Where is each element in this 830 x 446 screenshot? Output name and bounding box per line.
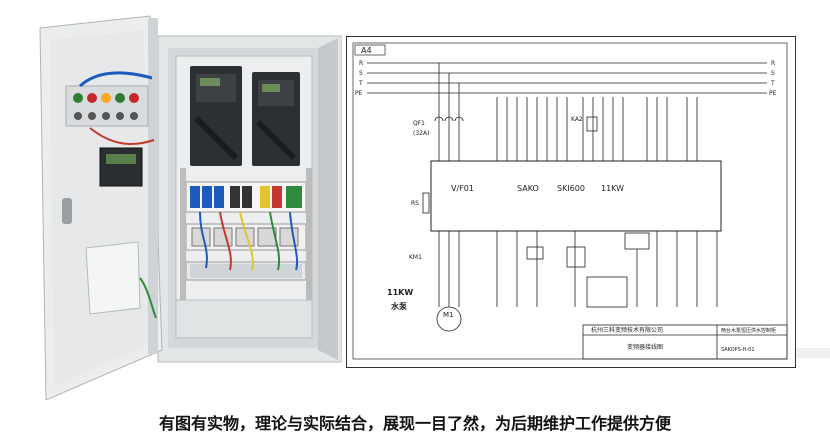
- bus-label-r: R: [359, 60, 363, 67]
- cabinet-side: [318, 38, 338, 360]
- caption-text: 有图有实物，理论与实际结合，展现一目了然，为后期维护工作提供方便: [158, 414, 671, 433]
- door-keypad: [99, 147, 143, 187]
- bus-label-s-right: S: [771, 70, 775, 77]
- bus-label-pe: PE: [355, 90, 363, 97]
- watermark-fragment: [796, 344, 830, 362]
- motor-name-label: 水泵: [390, 301, 407, 311]
- gland-plate: [175, 299, 313, 339]
- bus-label-r-right: R: [771, 60, 775, 67]
- inverter-2: [252, 72, 300, 166]
- potentiometer-rs-label: RS: [411, 200, 419, 207]
- bus-label-s: S: [359, 70, 363, 77]
- drive-brand: SAKO: [517, 184, 539, 193]
- title-block-name: 变频器接线图: [627, 343, 663, 351]
- control-circuits: [496, 231, 718, 308]
- breaker-qf1-rating: (32A): [413, 130, 429, 137]
- company-name: 杭州三科变频技术有限公司: [591, 326, 663, 334]
- wiring-schematic: A4 R S T PE R S T PE QF1 (32A) V/F01 SAK…: [346, 36, 796, 368]
- motor-m1-label: M1: [443, 311, 454, 319]
- terminal-block-row: [185, 261, 307, 281]
- door-lock: [62, 198, 72, 224]
- bus-label-t: T: [358, 80, 363, 87]
- door-pilot-lights: [65, 85, 149, 127]
- contactor-km1-label: KM1: [409, 254, 422, 261]
- wire-duct-left: [180, 168, 186, 332]
- drive-box: [430, 160, 722, 232]
- breaker-qf1: QF1 (32A): [413, 63, 464, 161]
- contactor-km1: KM1: [409, 231, 460, 307]
- sheet-size-label: A4: [361, 46, 372, 55]
- breaker-row: [185, 181, 307, 213]
- title-block-desc: 两台水泵恒压供水控制柜: [721, 327, 776, 334]
- relay-ka2-label: KA2: [571, 116, 583, 123]
- inverter-1: [190, 66, 242, 166]
- motor-m1: M1: [436, 306, 462, 332]
- drawing-pocket: [85, 241, 141, 315]
- drawing-number: SAKOPS-H-01: [721, 347, 755, 353]
- wire-duct-right: [306, 168, 312, 332]
- contactor-row: [185, 223, 307, 251]
- bus-label-t-right: T: [770, 80, 775, 87]
- title-block: 杭州三科变频技术有限公司 变频器接线图 两台水泵恒压供水控制柜 SAKOPS-H…: [582, 324, 788, 360]
- bus-label-pe-right: PE: [769, 90, 777, 97]
- drive-model-left: V/F01: [451, 184, 474, 193]
- drive-model: SKI600: [557, 184, 585, 193]
- cabinet-photo: [20, 8, 343, 401]
- drive-power: 11KW: [601, 184, 624, 193]
- drive-top-terminals: [496, 97, 698, 161]
- potentiometer-rs: RS: [411, 192, 430, 214]
- motor-power-label: 11KW: [387, 288, 413, 297]
- power-bus: R S T PE R S T PE: [355, 60, 777, 97]
- breaker-qf1-label: QF1: [413, 120, 425, 127]
